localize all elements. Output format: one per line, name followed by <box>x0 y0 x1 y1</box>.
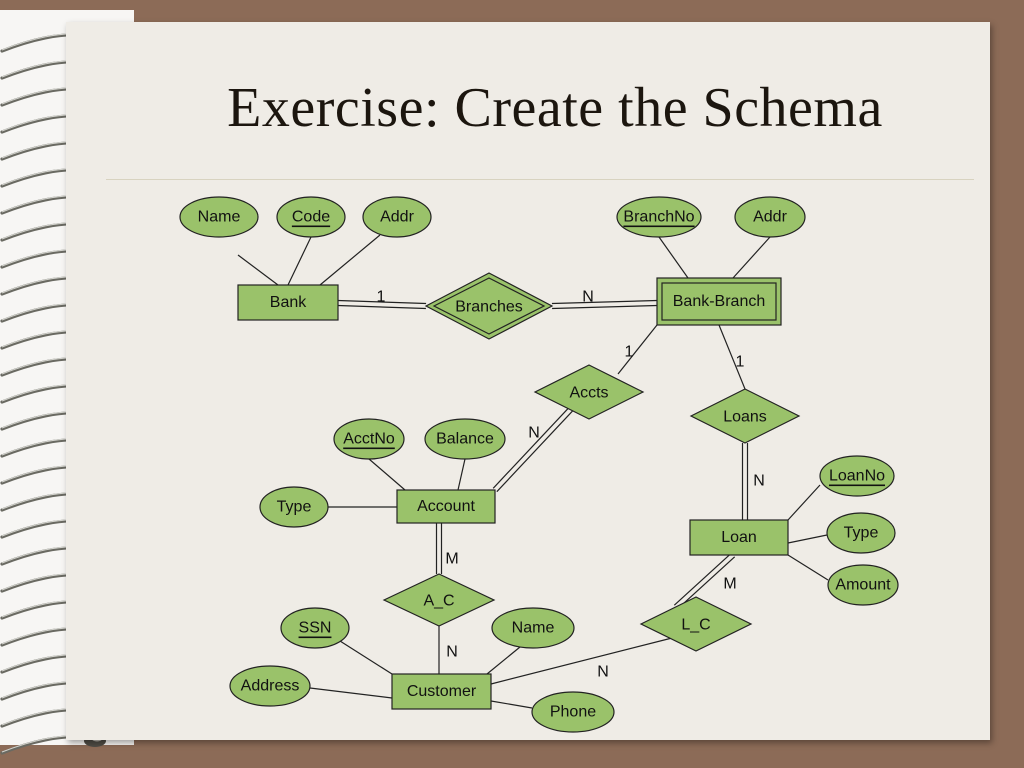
attribute-label: Name <box>198 209 241 226</box>
title-divider <box>106 179 974 180</box>
attribute-link-balance <box>457 458 466 491</box>
connection-loans-loan <box>741 443 749 520</box>
connection-accts-account <box>492 406 574 493</box>
relationship-label: Accts <box>569 385 608 402</box>
attribute-link-cust-name <box>486 646 521 675</box>
attribute-loanno <box>819 455 895 497</box>
cardinality-label: 1 <box>625 344 634 361</box>
connection-account-a-c <box>435 523 443 574</box>
entity-account <box>396 489 496 524</box>
connection-bank-branch-loans <box>718 324 746 390</box>
connection-bank-branch-accts <box>617 324 658 375</box>
attribute-acct-type <box>259 486 329 528</box>
key-attribute-label: Code <box>292 209 330 226</box>
attribute-branchno <box>616 196 702 238</box>
attribute-label: Address <box>241 678 300 695</box>
attribute-label: Name <box>512 620 555 637</box>
attribute-link-bank-code <box>287 236 312 286</box>
key-attribute-label: AcctNo <box>343 431 395 448</box>
connection-bank-branches <box>337 299 427 310</box>
relationship-l-c <box>639 596 753 652</box>
attribute-bank-addr <box>362 196 432 238</box>
relationship-label: A_C <box>423 593 454 610</box>
attribute-address <box>229 665 311 707</box>
attribute-label: Balance <box>436 431 494 448</box>
entity-label: Loan <box>721 529 757 546</box>
key-attribute-label: SSN <box>299 620 332 637</box>
connection-l-c-customer <box>490 637 673 685</box>
cardinality-label: 1 <box>736 354 745 371</box>
attribute-label: Amount <box>835 577 891 594</box>
connection-branches-bank-branch <box>551 299 658 310</box>
relationship-branches <box>424 272 554 340</box>
relationship-loans <box>689 388 801 444</box>
connection-loan-l-c <box>673 552 736 610</box>
attribute-link-branch-addr <box>732 236 771 279</box>
cardinality-label: M <box>445 551 458 568</box>
attribute-label: Addr <box>380 209 414 226</box>
attribute-link-phone <box>490 700 533 709</box>
attribute-link-ssn <box>339 640 393 675</box>
relationship-accts <box>533 364 645 420</box>
attribute-balance <box>424 418 506 460</box>
relationship-label: L_C <box>681 617 710 634</box>
relationship-a-c <box>382 573 496 627</box>
attribute-bank-name <box>179 196 259 238</box>
attribute-link-branchno <box>658 236 689 279</box>
attribute-link-acctno <box>368 458 406 491</box>
attribute-label: Type <box>844 525 879 542</box>
relationship-label: Branches <box>455 299 523 316</box>
entity-label: Account <box>417 498 475 515</box>
entity-customer <box>391 673 492 710</box>
key-attribute-label: BranchNo <box>623 209 694 226</box>
entity-label: Bank <box>270 294 307 311</box>
attribute-label: Addr <box>753 209 787 226</box>
attribute-link-bank-name <box>237 254 279 286</box>
entity-bank <box>237 284 339 321</box>
attribute-label: Type <box>277 499 312 516</box>
attribute-link-loanno <box>787 484 821 521</box>
slide-title: Exercise: Create the Schema <box>227 77 883 139</box>
cardinality-label: N <box>446 644 458 661</box>
entity-label: Customer <box>407 683 477 700</box>
cardinality-label: N <box>597 664 609 681</box>
attribute-link-amount <box>787 554 829 581</box>
key-attribute-label: LoanNo <box>829 468 885 485</box>
attribute-acctno <box>333 418 405 460</box>
cardinality-label: N <box>582 289 594 306</box>
attribute-label: Phone <box>550 704 596 721</box>
entity-loan <box>689 519 789 556</box>
attribute-phone <box>531 691 615 733</box>
attribute-loan-type <box>826 512 896 554</box>
cardinality-label: N <box>528 425 540 442</box>
cardinality-label: N <box>753 473 765 490</box>
attribute-cust-name <box>491 607 575 649</box>
attribute-bank-code <box>276 196 346 238</box>
attribute-link-address <box>309 687 393 699</box>
attribute-link-bank-addr <box>319 234 381 286</box>
entity-bank-branch <box>656 277 782 326</box>
attribute-branch-addr <box>734 196 806 238</box>
entity-label: Bank-Branch <box>673 293 766 310</box>
cardinality-label: M <box>723 576 736 593</box>
attribute-link-loan-type <box>787 534 828 544</box>
relationship-label: Loans <box>723 409 767 426</box>
attribute-ssn <box>280 607 350 649</box>
cardinality-label: 1 <box>377 289 386 306</box>
attribute-amount <box>827 564 899 606</box>
